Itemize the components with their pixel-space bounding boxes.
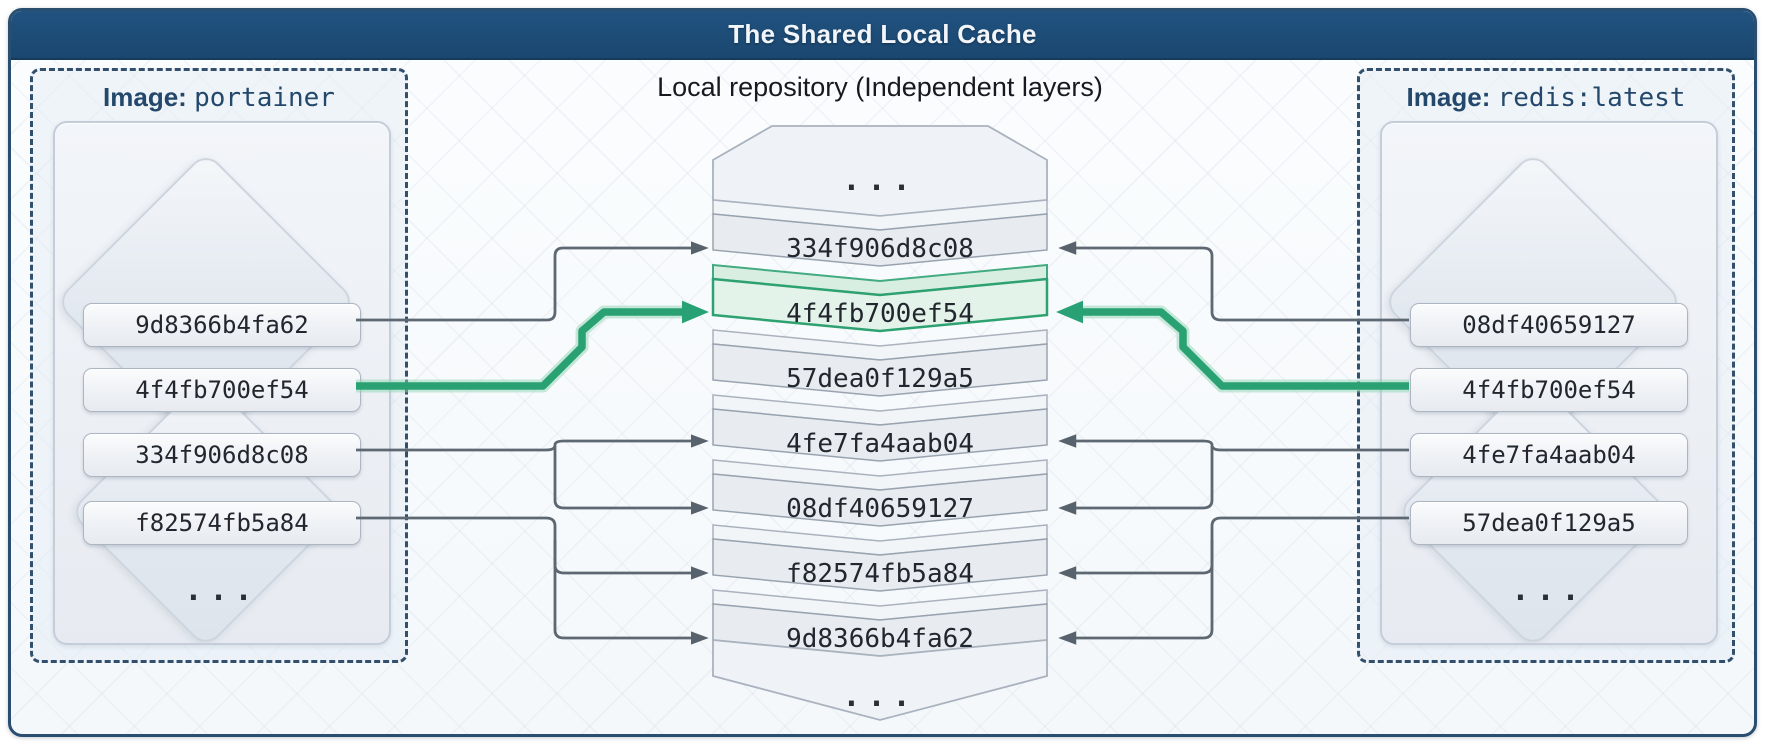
- image-name: redis:latest: [1497, 83, 1686, 113]
- ellipsis: ...: [1511, 573, 1587, 608]
- layer-pill: 334f906d8c08: [83, 433, 361, 477]
- repository-label: Local repository (Independent layers): [657, 72, 1103, 102]
- redis-image-box: Image: redis:latest 08df40659127 4f4fb70…: [1357, 68, 1735, 663]
- portainer-box-title: Image: portainer: [33, 82, 405, 113]
- redis-box-title: Image: redis:latest: [1360, 82, 1732, 113]
- image-label-prefix: Image:: [103, 82, 187, 112]
- layer-pill: f82574fb5a84: [83, 501, 361, 545]
- image-name: portainer: [194, 83, 335, 113]
- image-label-prefix: Image:: [1406, 82, 1491, 112]
- ellipsis: ...: [184, 573, 260, 608]
- layer-pill: 57dea0f129a5: [1410, 501, 1688, 545]
- layer-pill: 4fe7fa4aab04: [1410, 433, 1688, 477]
- title-text: The Shared Local Cache: [728, 19, 1037, 49]
- layer-pill: 08df40659127: [1410, 303, 1688, 347]
- title-bar: The Shared Local Cache: [11, 11, 1754, 60]
- portainer-image-box: Image: portainer 9d8366b4fa62 4f4fb700ef…: [30, 68, 408, 663]
- layer-pill: 4f4fb700ef54: [1410, 368, 1688, 412]
- portainer-layers-container: 9d8366b4fa62 4f4fb700ef54 334f906d8c08 f…: [53, 121, 391, 645]
- layer-pill: 4f4fb700ef54: [83, 368, 361, 412]
- layer-pill: 9d8366b4fa62: [83, 303, 361, 347]
- redis-layers-container: 08df40659127 4f4fb700ef54 4fe7fa4aab04 5…: [1380, 121, 1718, 645]
